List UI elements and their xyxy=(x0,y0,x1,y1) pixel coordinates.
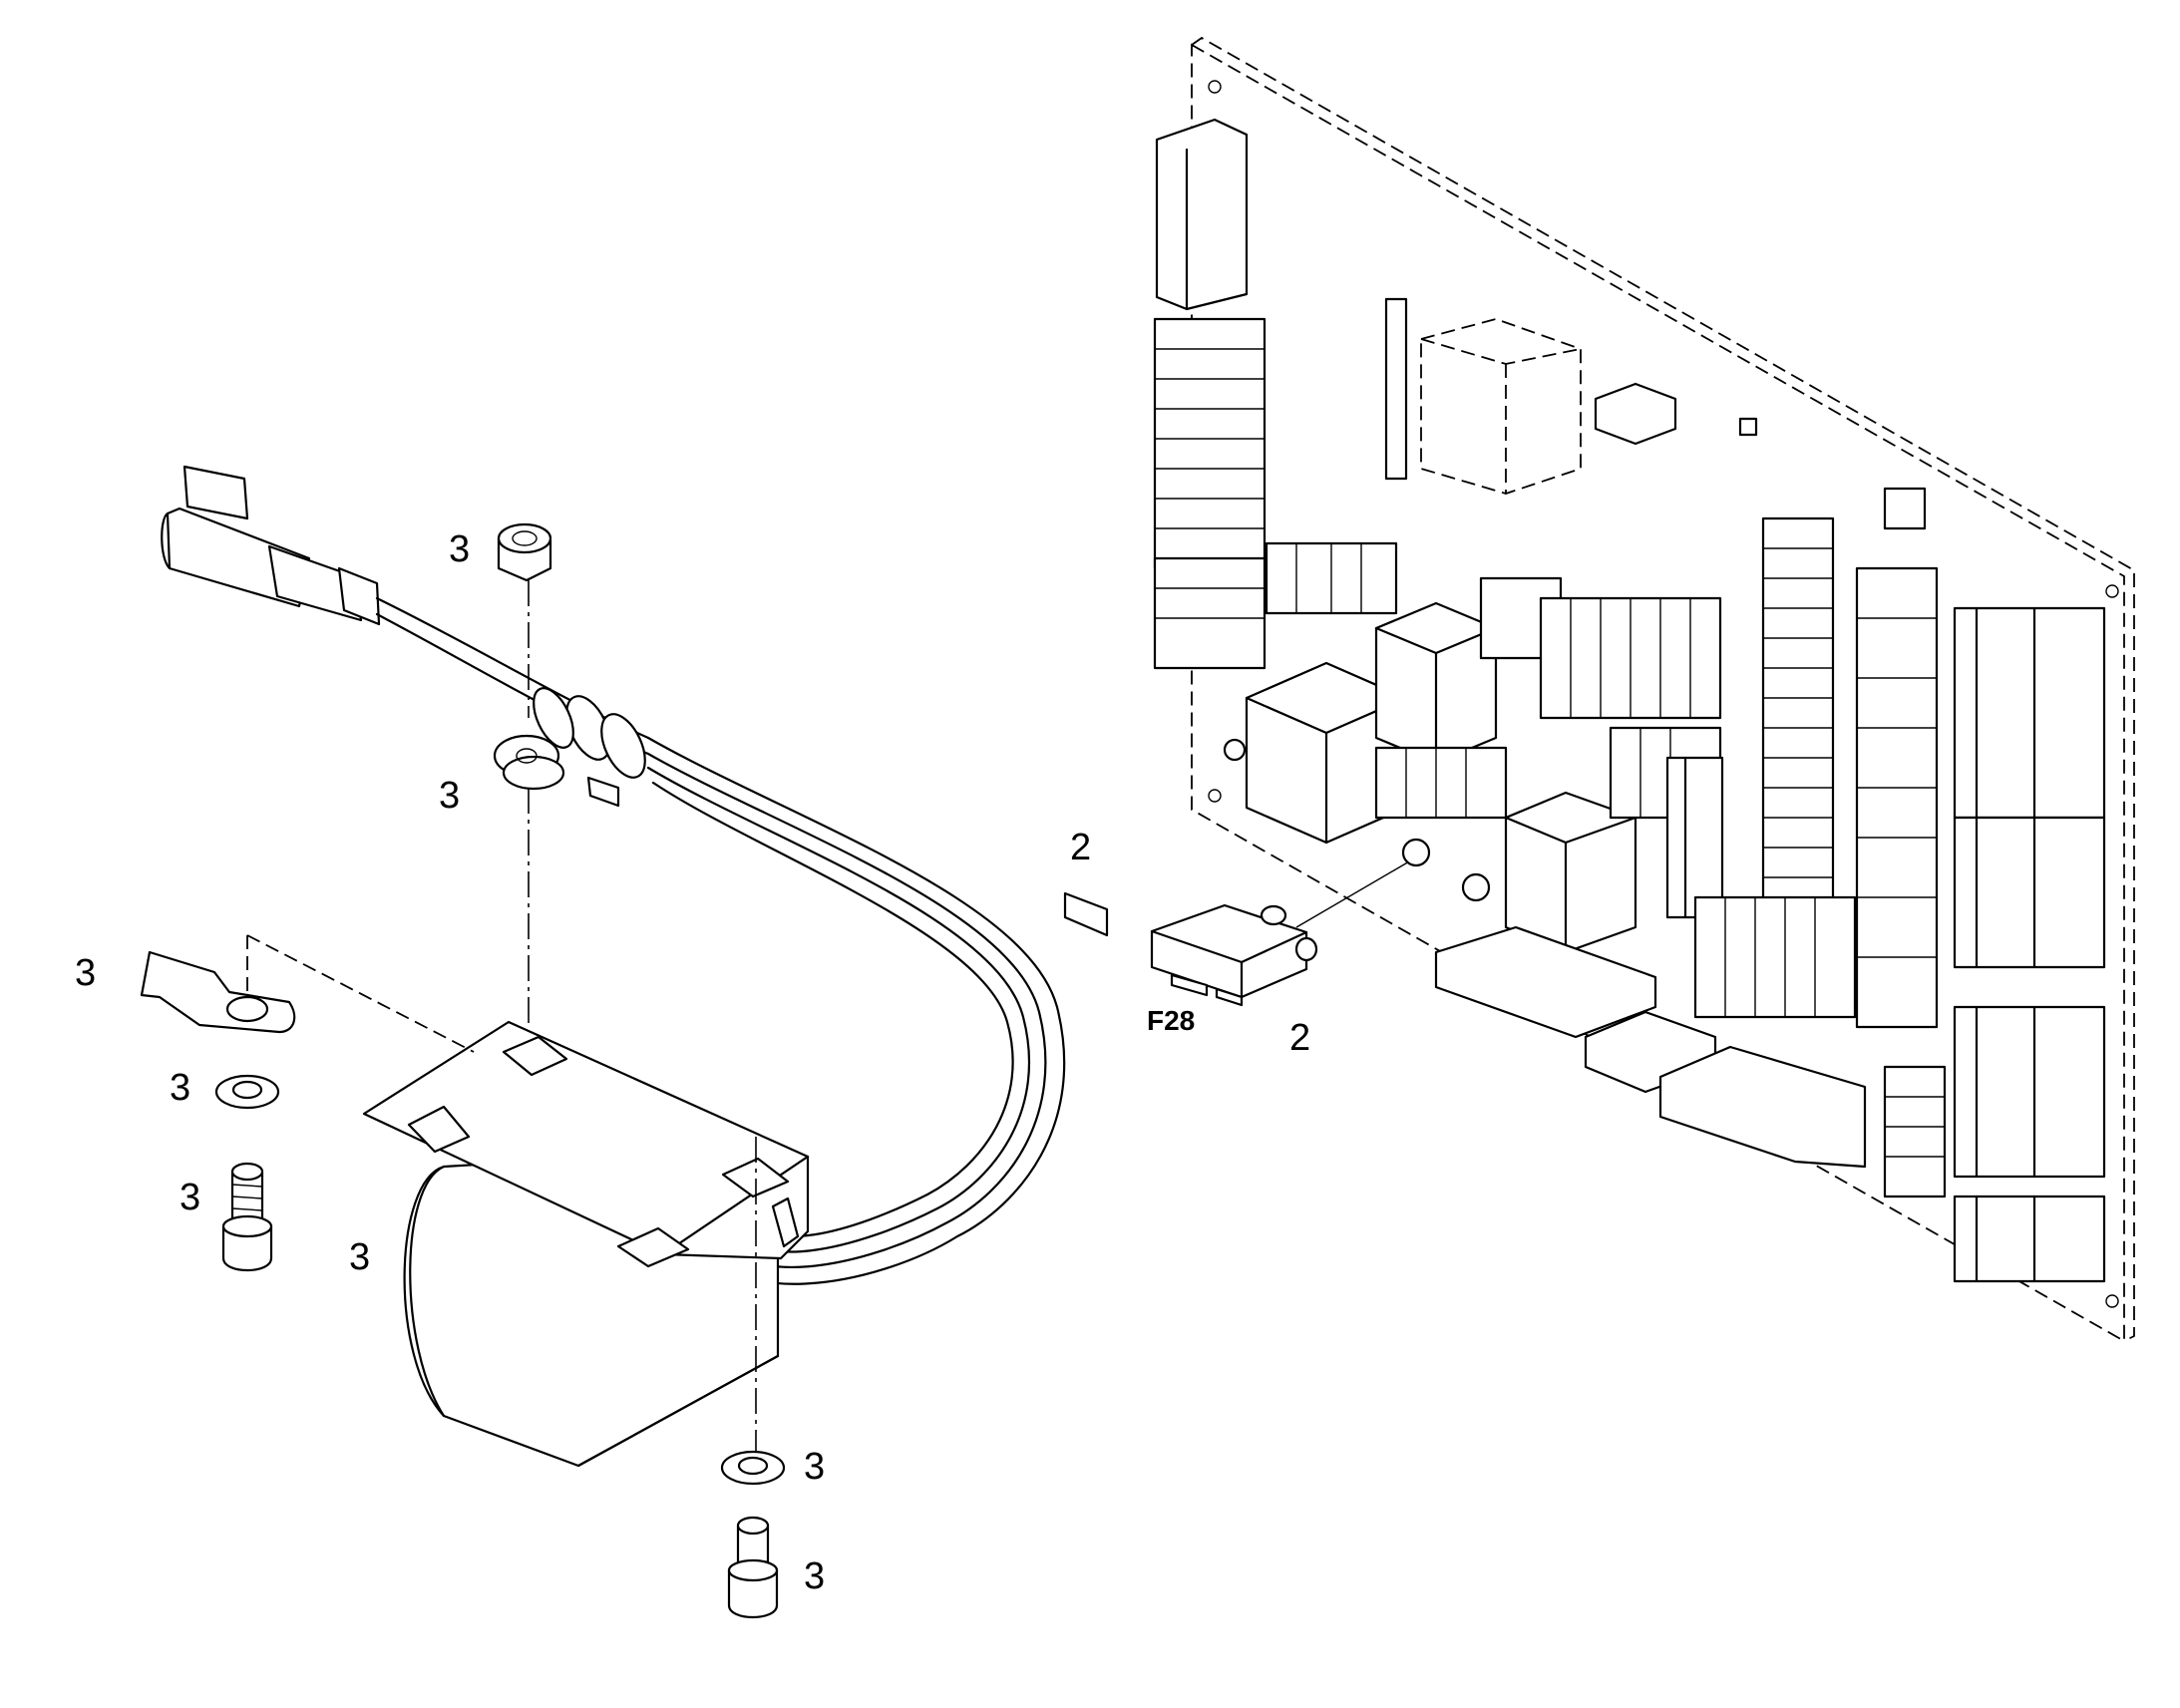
terminal-block-right-3 xyxy=(1953,1005,2106,1179)
fuse-leader xyxy=(1295,856,1417,928)
screw-bottom xyxy=(727,1516,779,1618)
ring-terminal xyxy=(140,950,296,1034)
leader-terminal xyxy=(246,934,475,1053)
circuit-board xyxy=(1153,36,2135,1343)
capacitor-round xyxy=(1401,838,1431,867)
terminal-block-right-2 xyxy=(1953,816,2106,969)
callout-fuse-bottom: 2 xyxy=(1289,1017,1310,1059)
connector-bottom-3 xyxy=(1658,1045,1867,1169)
callout-screw-left: 3 xyxy=(180,1177,200,1218)
fuse-reference-label: F28 xyxy=(1147,1005,1195,1036)
fuse xyxy=(1150,903,1318,1007)
led-indicator xyxy=(1223,738,1247,762)
cable-clamp xyxy=(493,687,646,808)
screw-left xyxy=(221,1162,273,1271)
callout-terminal: 3 xyxy=(75,952,96,994)
fuse-holder-column xyxy=(1761,516,1835,959)
small-connector xyxy=(1594,382,1677,446)
washer-bottom xyxy=(720,1450,786,1486)
callout-fuse-top: 2 xyxy=(1070,827,1091,868)
capacitor-round-2 xyxy=(1461,872,1491,902)
pot-adjust xyxy=(1883,487,1927,530)
connector-bottom-1 xyxy=(1434,925,1657,1039)
mounting-bracket xyxy=(362,1020,810,1268)
terminal-strip-vertical xyxy=(1665,756,1724,919)
washer-left xyxy=(214,1074,280,1110)
relay-bank-right xyxy=(1855,566,1939,1029)
terminal-block-right-1 xyxy=(1953,606,2106,820)
callout-screw-bottom: 3 xyxy=(804,1555,825,1597)
pot-small xyxy=(1738,417,1758,437)
connector-plug xyxy=(161,465,381,626)
relay-lower xyxy=(1504,791,1637,954)
callout-nut: 3 xyxy=(449,528,470,570)
relay-large-top xyxy=(1384,297,1582,495)
callout-washer-bottom: 3 xyxy=(804,1446,825,1488)
terminal-strip-top-left xyxy=(1155,118,1249,311)
callout-washer-left: 3 xyxy=(170,1067,190,1109)
fuse-holder-bank-bottom xyxy=(1693,895,1947,1198)
callout-solenoid: 3 xyxy=(349,1236,370,1278)
terminal-block-right-4 xyxy=(1953,1195,2106,1283)
relay-mid xyxy=(1374,601,1498,765)
connector-stack-left xyxy=(1153,317,1267,670)
label-plate xyxy=(1063,891,1109,937)
callout-clamp: 3 xyxy=(439,775,460,817)
hex-nut xyxy=(497,522,552,582)
